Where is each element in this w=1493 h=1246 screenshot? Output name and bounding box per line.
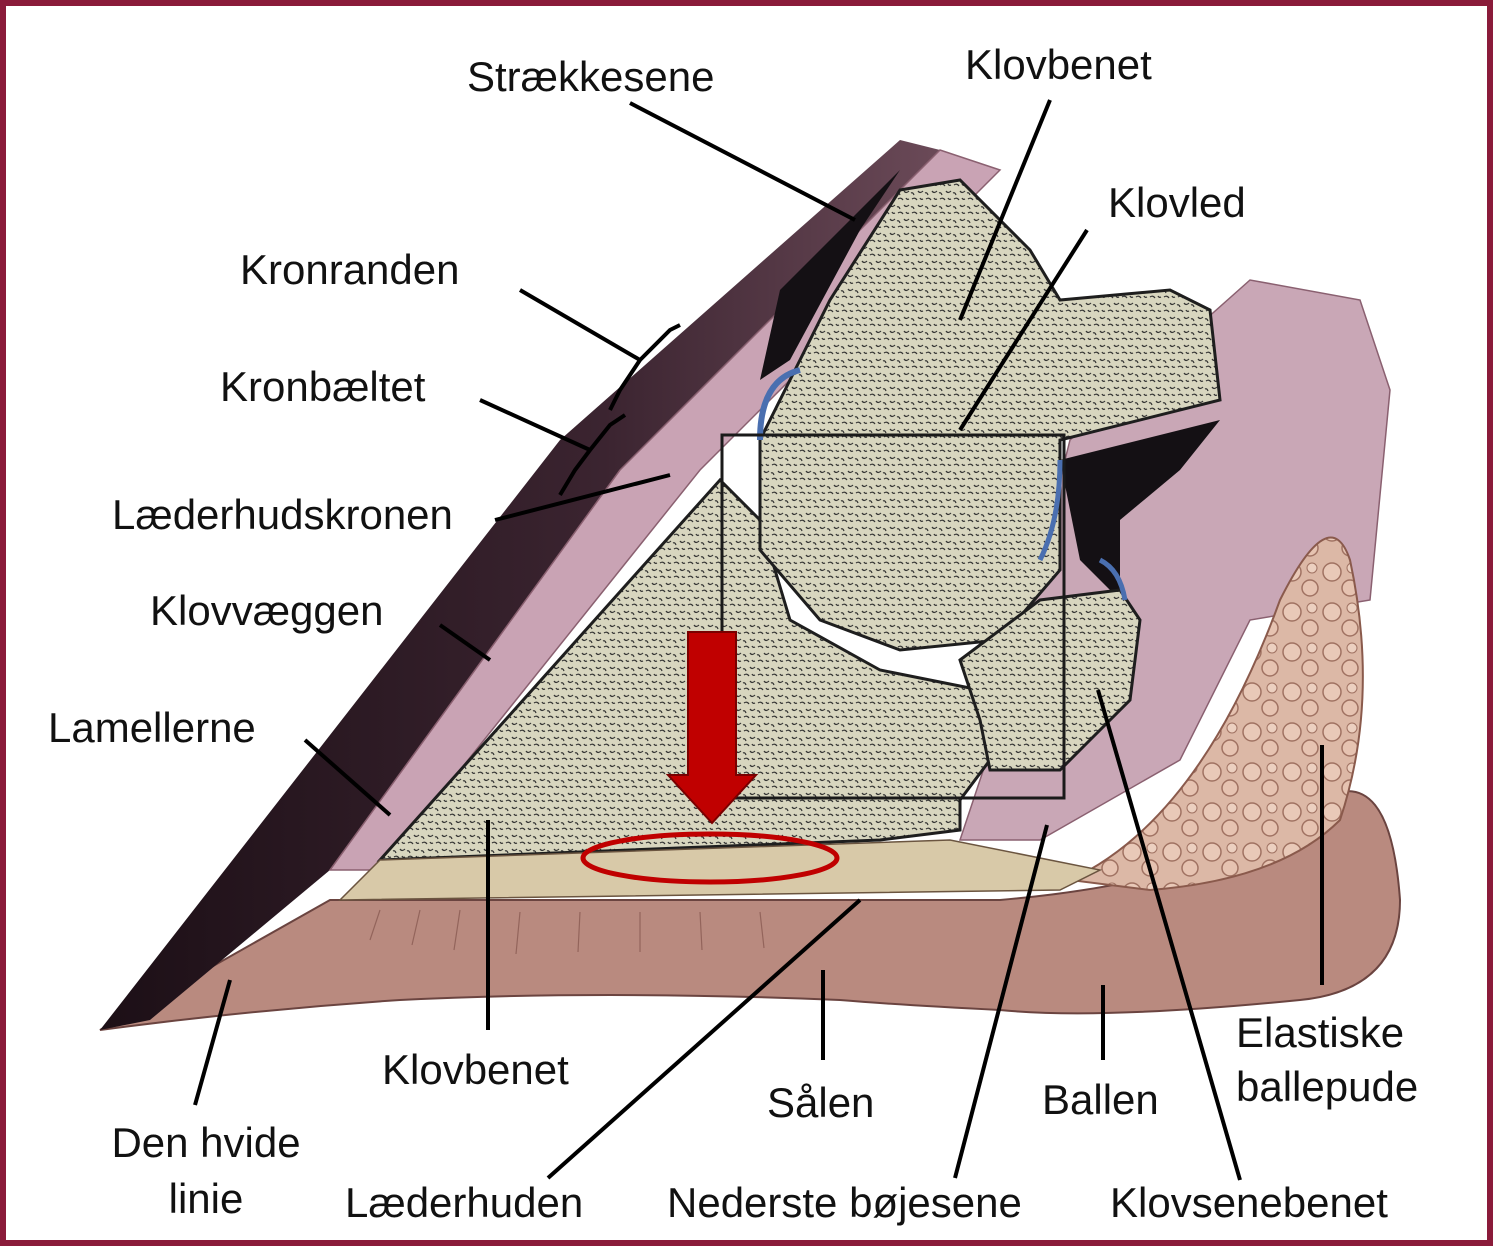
label-klovsenebenet: Klovsenebenet bbox=[1110, 1178, 1388, 1228]
label-elastiske-line1: Elastiske bbox=[1236, 1008, 1418, 1058]
label-elastiske-line2: ballepude bbox=[1236, 1062, 1418, 1112]
label-lamellerne: Lamellerne bbox=[48, 703, 256, 753]
label-kronbaeltet: Kronbæltet bbox=[220, 362, 425, 412]
label-nederste-bojesene: Nederste bøjesene bbox=[667, 1178, 1022, 1228]
label-saalen: Sålen bbox=[767, 1078, 874, 1128]
label-den-hvide-line1: Den hvide bbox=[96, 1118, 316, 1168]
label-klovbenet-bottom: Klovbenet bbox=[382, 1045, 569, 1095]
label-straekkesene: Strækkesene bbox=[467, 52, 714, 102]
label-kronranden: Kronranden bbox=[240, 245, 460, 295]
label-laederhudskronen: Læderhudskronen bbox=[112, 490, 453, 540]
label-elastiske-ballepude: Elastiske ballepude bbox=[1236, 1008, 1418, 1113]
label-klovvaeggen: Klovvæggen bbox=[150, 586, 383, 636]
label-klovled: Klovled bbox=[1108, 178, 1246, 228]
label-den-hvide-line2: linie bbox=[96, 1174, 316, 1224]
label-ballen: Ballen bbox=[1042, 1075, 1159, 1125]
label-laederhuden: Læderhuden bbox=[345, 1178, 583, 1228]
label-klovbenet-top: Klovbenet bbox=[965, 40, 1152, 90]
label-den-hvide-linie: Den hvide linie bbox=[96, 1118, 316, 1225]
